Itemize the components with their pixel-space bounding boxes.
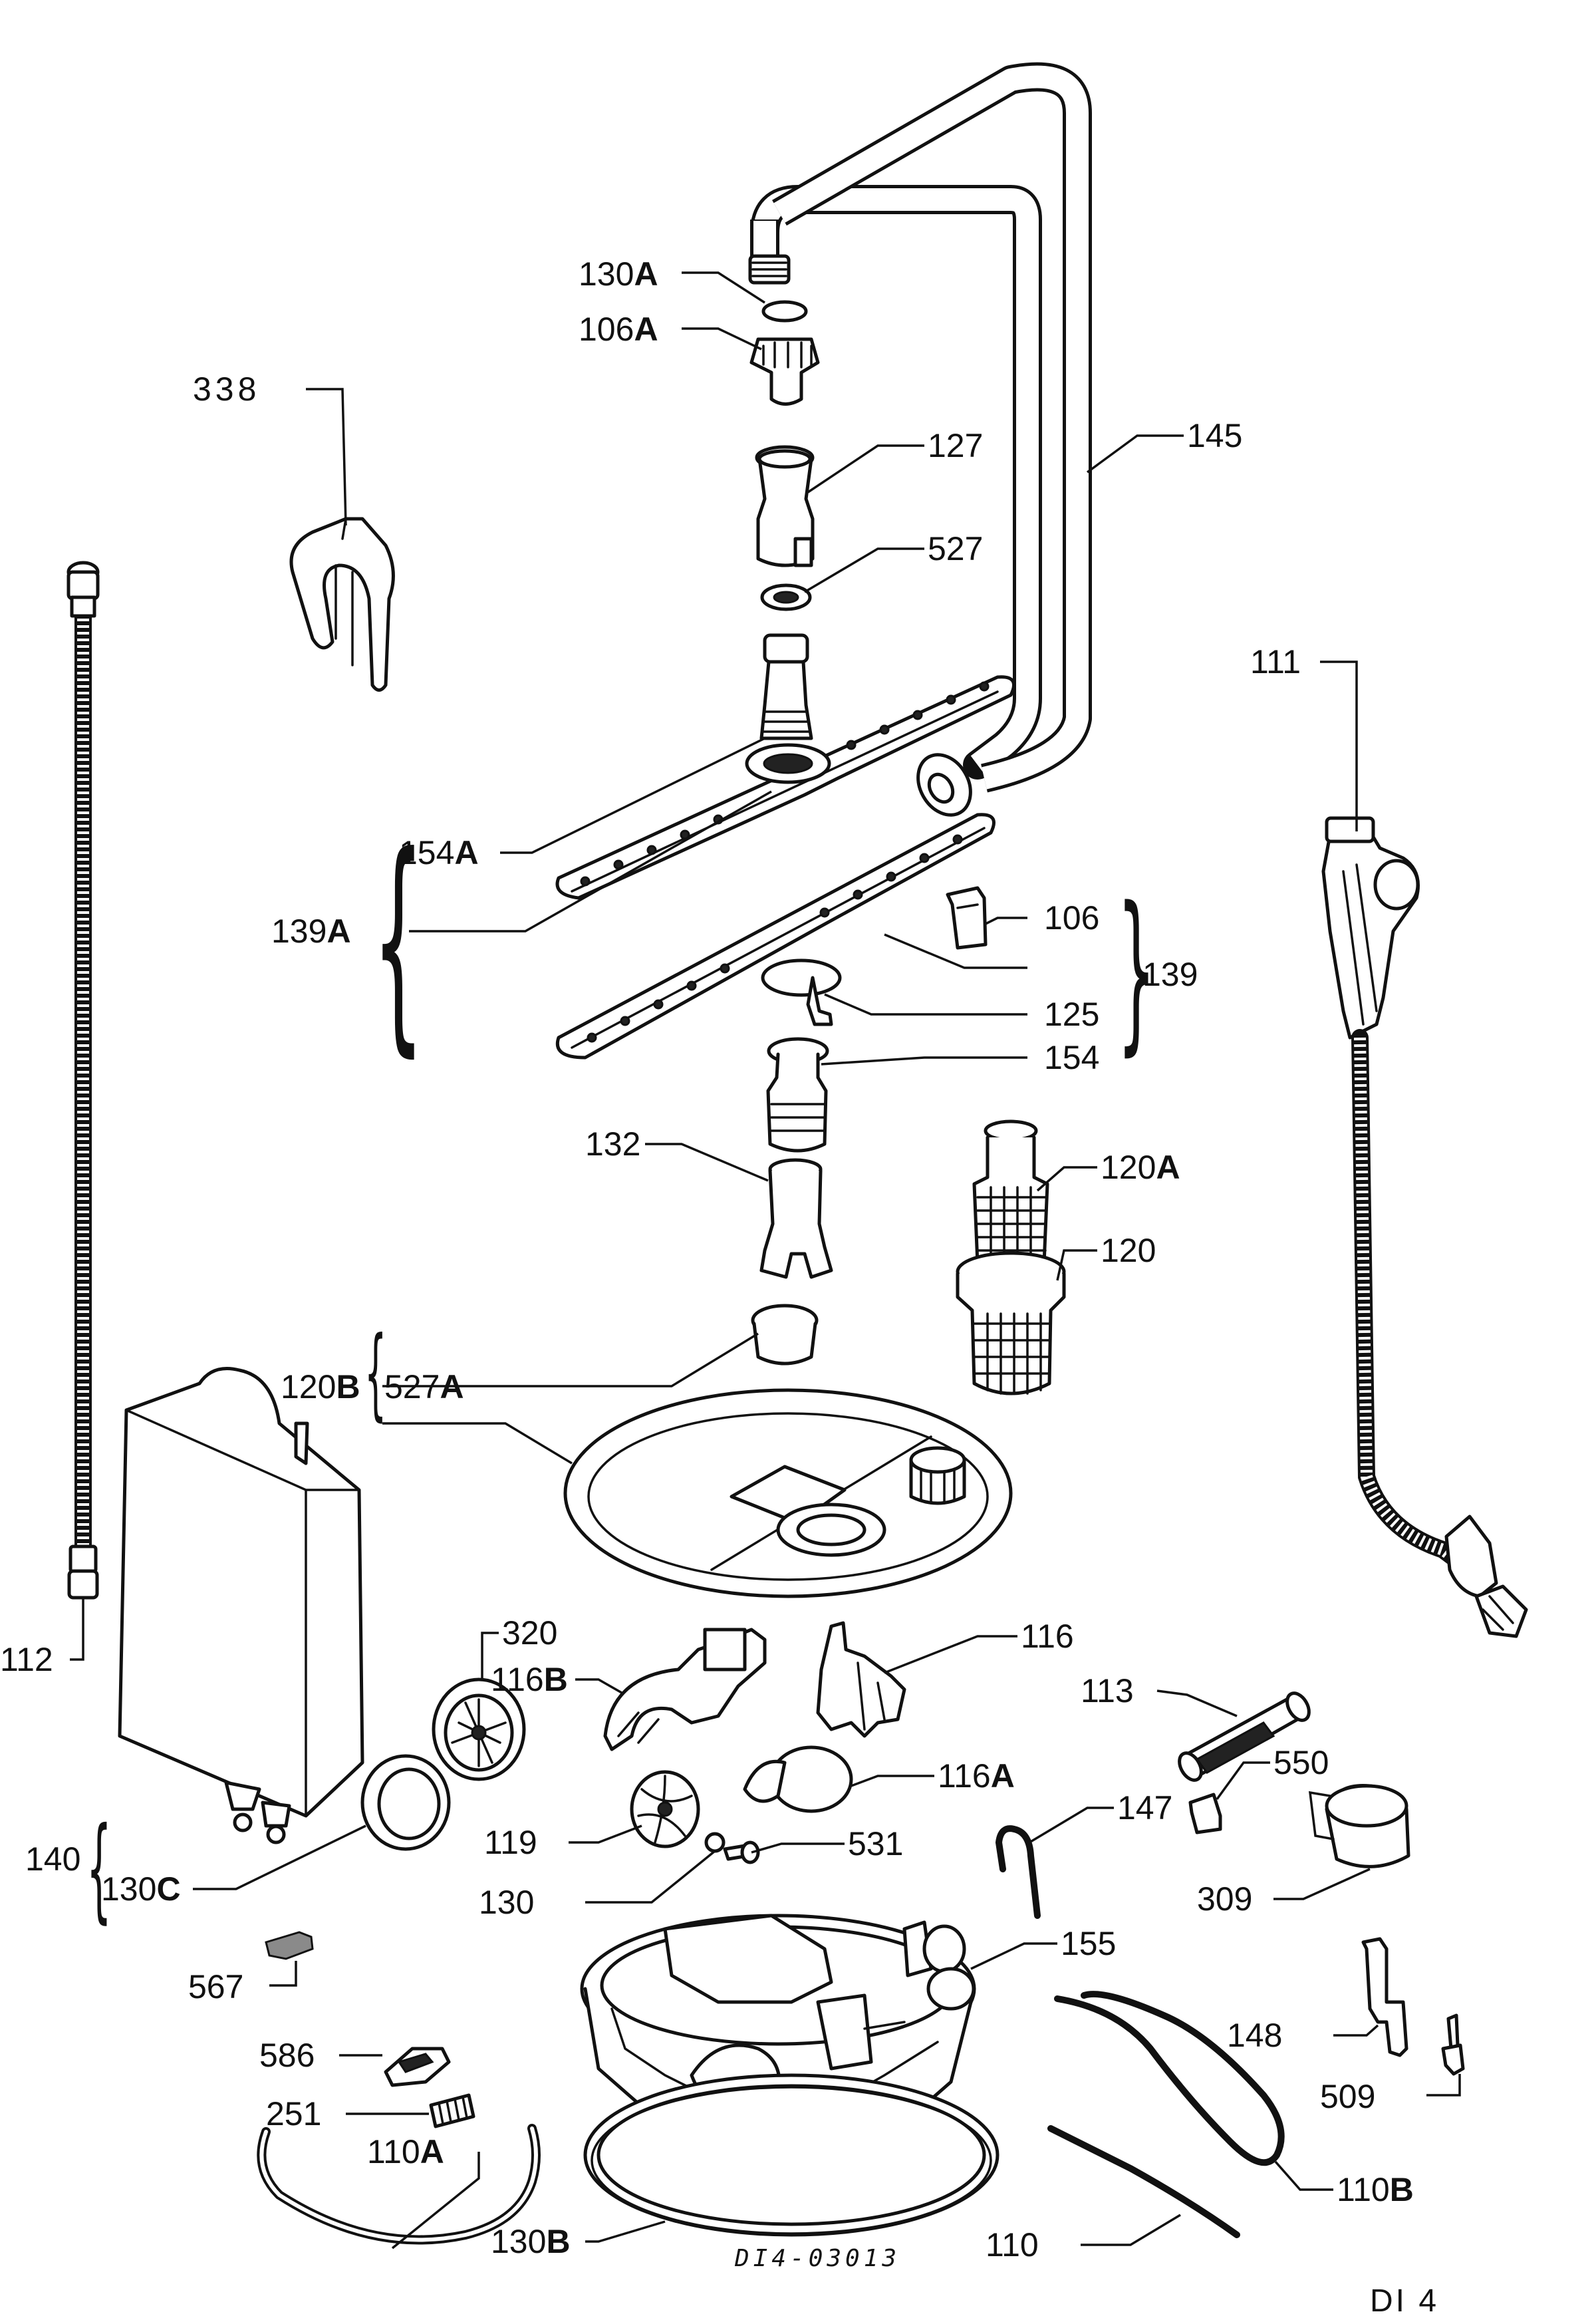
label-567: 567 <box>188 1968 244 2005</box>
bracket-586 <box>384 2047 451 2087</box>
label-155: 155 <box>1061 1925 1117 1962</box>
cap-116A <box>743 1745 853 1813</box>
label-119: 119 <box>484 1824 537 1861</box>
label-139: 139 <box>1142 956 1198 993</box>
label-251: 251 <box>266 2095 322 2132</box>
hose-112 <box>66 561 100 1600</box>
housing-116 <box>816 1621 906 1738</box>
label-154: 154 <box>1044 1039 1100 1076</box>
screw-531 <box>723 1840 760 1864</box>
seal-130C <box>360 1754 451 1851</box>
label-116A: 116A <box>938 1757 1015 1795</box>
label-110: 110 <box>986 2226 1039 2263</box>
label-130B: 130B <box>491 2223 571 2260</box>
label-127: 127 <box>928 427 984 464</box>
hub-154 <box>766 1037 829 1153</box>
label-113: 113 <box>1081 1672 1134 1709</box>
impeller-119 <box>630 1770 700 1848</box>
label-106A: 106A <box>579 311 658 348</box>
washer-130 <box>704 1832 726 1853</box>
brace-139: } <box>1117 871 1156 1072</box>
label-111: 111 <box>1250 643 1301 680</box>
cap-320 <box>432 1677 526 1781</box>
spray-arm-lower-139 <box>556 813 996 1060</box>
filter-plate-120B <box>563 1388 1013 1598</box>
label-132: 132 <box>585 1125 641 1163</box>
label-586: 586 <box>259 2037 315 2074</box>
hose-110 <box>1047 2125 1240 2238</box>
filter-120A <box>972 1119 1049 1272</box>
label-148: 148 <box>1227 2017 1283 2054</box>
label-140: 140 <box>25 1840 81 1878</box>
block-550 <box>1188 1793 1222 1834</box>
label-145: 145 <box>1187 417 1243 454</box>
clip-567 <box>265 1931 314 1960</box>
brace-120B: { <box>364 1316 387 1431</box>
label-509: 509 <box>1320 2078 1376 2115</box>
hose-111 <box>1321 816 1528 1638</box>
label-338: 338 <box>193 370 261 408</box>
label-112: 112 <box>0 1641 53 1678</box>
cap-309 <box>1308 1783 1410 1868</box>
label-116: 116 <box>1021 1618 1074 1655</box>
label-106: 106 <box>1044 899 1100 937</box>
label-531: 531 <box>848 1825 904 1862</box>
sheet-id: DI 4 <box>1370 2283 1440 2319</box>
label-139A: 139A <box>271 913 351 950</box>
container-140 <box>118 1367 364 1844</box>
seal-130B <box>583 2073 999 2237</box>
label-130A: 130A <box>579 255 658 293</box>
clip-338 <box>289 517 395 692</box>
label-147: 147 <box>1117 1789 1173 1826</box>
label-154A: 154A <box>399 834 479 871</box>
feed-pipe-145 <box>748 62 1092 817</box>
drawing-code: DI4-03013 <box>735 2245 901 2272</box>
label-110B: 110B <box>1337 2171 1414 2208</box>
connector-113 <box>1178 1691 1311 1782</box>
clip-106 <box>946 886 988 950</box>
label-125: 125 <box>1044 996 1100 1033</box>
pin-147 <box>995 1825 1041 1919</box>
brace-139A: { <box>372 805 424 1077</box>
pin-509 <box>1441 2013 1465 2076</box>
label-130: 130 <box>479 1884 535 1921</box>
label-550: 550 <box>1273 1744 1329 1781</box>
oring-130A <box>761 300 808 323</box>
filter-120 <box>956 1251 1066 1395</box>
leader-lines <box>70 271 1461 2250</box>
label-309: 309 <box>1197 1880 1253 1918</box>
label-116B: 116B <box>491 1661 568 1698</box>
spray-arm-upper-139A <box>555 675 1015 900</box>
label-120: 120 <box>1101 1232 1156 1269</box>
ring-527A <box>751 1304 819 1366</box>
nut-106A <box>749 337 820 406</box>
tube-132 <box>759 1158 833 1279</box>
hose-110B <box>1054 1991 1285 2166</box>
bearing-125 <box>761 958 842 1026</box>
label-130C: 130C <box>101 1870 181 1908</box>
grid-251 <box>429 2093 475 2128</box>
label-110A: 110A <box>367 2133 444 2170</box>
hub-154A <box>759 633 813 740</box>
cover-116B <box>603 1628 767 1751</box>
label-120A: 120A <box>1101 1149 1180 1186</box>
label-320: 320 <box>502 1614 558 1652</box>
bracket-148 <box>1361 1937 1408 2057</box>
label-527A: 527A <box>384 1368 464 1405</box>
label-120B: 120B <box>281 1368 360 1405</box>
brace-140: { <box>86 1803 112 1935</box>
sleeve-127 <box>755 445 815 567</box>
label-527: 527 <box>928 530 984 567</box>
